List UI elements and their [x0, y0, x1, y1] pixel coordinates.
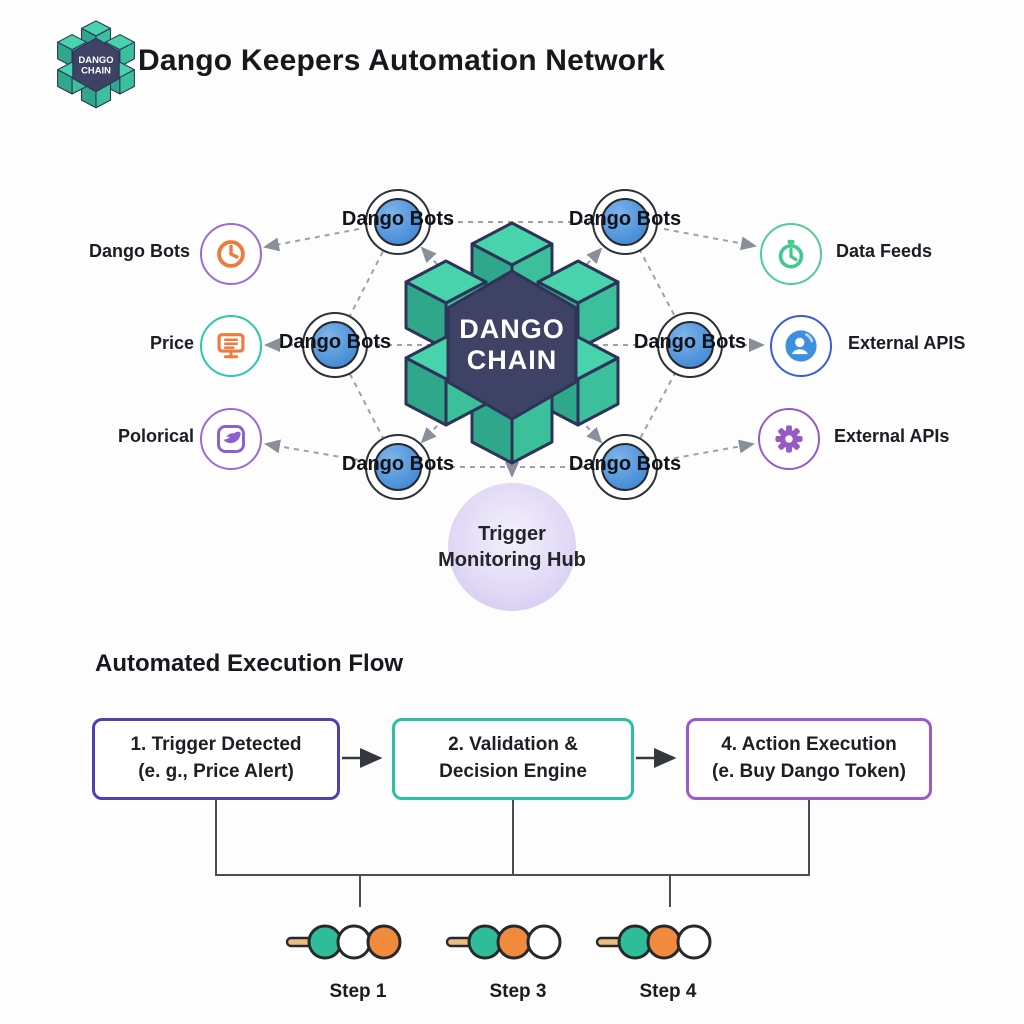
- flow-step-box-1: 1. Trigger Detected (e. g., Price Alert): [92, 718, 340, 800]
- dango-skewer-step-1: Step 1: [283, 913, 433, 1003]
- bot-label: Dango Bots: [341, 453, 455, 475]
- source-circle-apis-user: [770, 315, 832, 377]
- monitor-icon: [217, 333, 245, 359]
- logo-text-line2: CHAIN: [81, 65, 111, 76]
- source-label-polorical: Polorical: [117, 426, 194, 446]
- gear-icon: [775, 425, 803, 453]
- source-label-price: Price: [149, 333, 194, 353]
- source-circle-apis-gear: [758, 408, 820, 470]
- dango-skewer-step-4: Step 4: [593, 913, 743, 1003]
- dango-ball-green: [307, 924, 343, 960]
- trigger-monitoring-hub: Trigger Monitoring Hub: [438, 483, 586, 611]
- flow-step-box-3: 4. Action Execution (e. Buy Dango Token): [686, 718, 932, 800]
- clock-icon: [217, 240, 245, 268]
- user-icon: [785, 330, 817, 362]
- dango-ball-orange: [646, 924, 682, 960]
- stopwatch-icon: [778, 239, 804, 269]
- flow-step-line1: 2. Validation &: [448, 734, 578, 756]
- bird-icon: [217, 425, 245, 453]
- flow-section-title: Automated Execution Flow: [95, 650, 404, 677]
- dango-skewer-icon: [595, 924, 712, 960]
- bot-label: Dango Bots: [633, 331, 747, 353]
- step-label: Step 3: [489, 981, 547, 1002]
- dango-skewer-icon: [285, 924, 402, 960]
- flow-step-line2: (e. g., Price Alert): [138, 761, 294, 782]
- dango-ball-orange: [496, 924, 532, 960]
- bot-label: Dango Bots: [568, 208, 682, 230]
- dango-skewer-step-3: Step 3: [443, 913, 593, 1003]
- source-label-data-feeds: Data Feeds: [836, 241, 933, 261]
- source-label-external-apis-1: External APIS: [848, 333, 966, 353]
- source-circle-social: [200, 408, 262, 470]
- flow-step-line1: 4. Action Execution: [721, 734, 897, 756]
- logo-text-line1: DANGO: [78, 54, 113, 65]
- source-circle-price: [200, 315, 262, 377]
- source-label-dango-bots: Dango Bots: [89, 241, 190, 261]
- logo-hexagon: [72, 37, 120, 93]
- source-circle-timer: [200, 223, 262, 285]
- source-label-external-apis-2: External APIs: [834, 426, 950, 446]
- dango-ball-white: [336, 924, 372, 960]
- step-label: Step 1: [329, 981, 387, 1002]
- dango-chain-label-line2: CHAIN: [467, 345, 558, 375]
- hub-label-line2: Monitoring Hub: [438, 549, 586, 571]
- dango-ball-green: [467, 924, 503, 960]
- dango-ball-white: [526, 924, 562, 960]
- flow-step-line1: 1. Trigger Detected: [130, 734, 302, 756]
- dango-skewer-icon: [445, 924, 562, 960]
- dango-ball-white: [676, 924, 712, 960]
- bot-label: Dango Bots: [278, 331, 392, 353]
- flow-step-line2: (e. Buy Dango Token): [712, 761, 906, 782]
- bot-label: Dango Bots: [341, 208, 455, 230]
- dango-ball-orange: [366, 924, 402, 960]
- dango-ball-green: [617, 924, 653, 960]
- page-title: Dango Keepers Automation Network: [138, 44, 666, 77]
- flow-step-line2: Decision Engine: [439, 761, 587, 782]
- dango-chain-hexagon: [446, 269, 578, 421]
- hub-label-line1: Trigger: [478, 523, 546, 545]
- dango-chain-label-line1: DANGO: [459, 314, 565, 344]
- step-label: Step 4: [639, 981, 697, 1002]
- app-logo: DANGO CHAIN: [57, 20, 135, 109]
- bot-label: Dango Bots: [568, 453, 682, 475]
- source-circle-feeds: [760, 223, 822, 285]
- flow-step-box-2: 2. Validation & Decision Engine: [392, 718, 634, 800]
